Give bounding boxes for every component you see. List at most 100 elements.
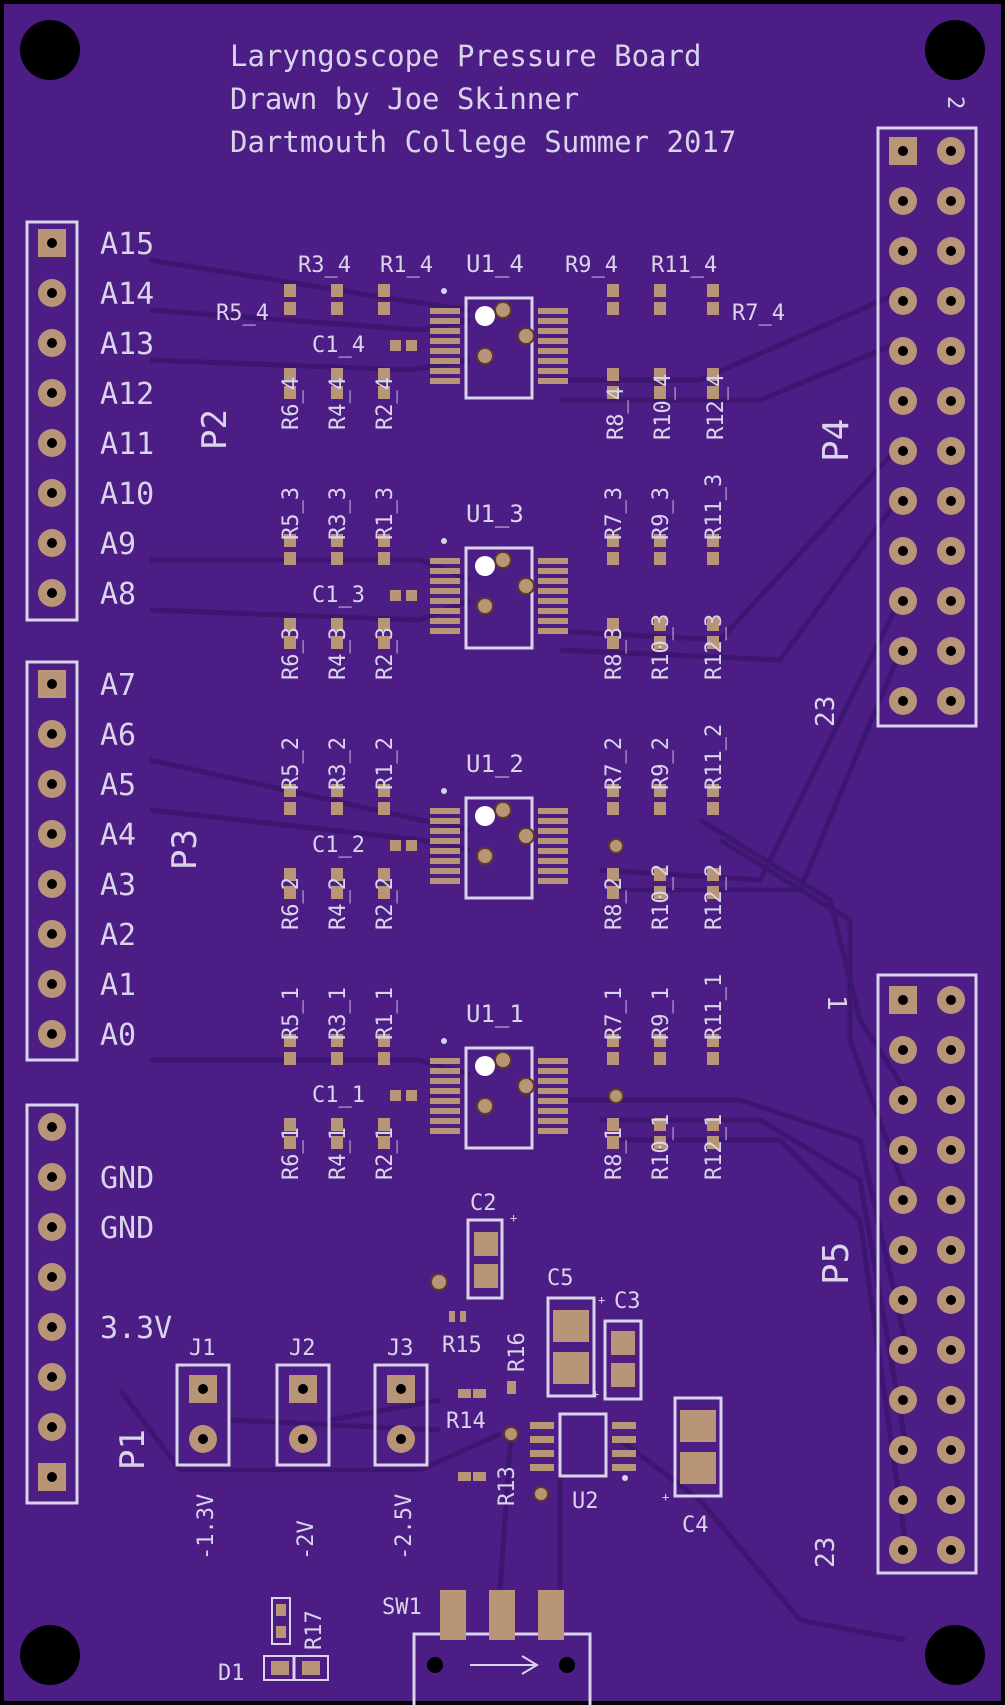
resistor-pad	[707, 868, 719, 881]
header-pin-drill	[946, 1395, 956, 1405]
connector-p5-first-label: 1	[821, 995, 851, 1011]
resistor-pad	[607, 784, 619, 797]
ic-pin	[538, 618, 568, 624]
connector-p1-outline	[25, 1103, 79, 1505]
resistor-pad	[378, 368, 390, 381]
ic-pin	[538, 1108, 568, 1114]
via	[430, 1273, 448, 1291]
ic-outline	[464, 296, 534, 400]
resistor-label: R1_3	[373, 487, 398, 540]
header-pin-drill	[946, 1545, 956, 1555]
header-pin-drill	[898, 1245, 908, 1255]
trace	[149, 257, 471, 313]
resistor-label: R3_4	[298, 253, 351, 278]
header-pin-drill	[898, 1395, 908, 1405]
capacitor-label: C1_1	[312, 1083, 365, 1108]
ic-pin	[430, 868, 460, 874]
ic-outline	[464, 1046, 534, 1150]
connector-p5-pads	[889, 986, 965, 1564]
header-pin-drill	[898, 446, 908, 456]
ic-pin	[538, 1078, 568, 1084]
resistor-label: R5_2	[279, 737, 304, 790]
ic-pin	[538, 1088, 568, 1094]
resistor-pad	[331, 1118, 343, 1131]
jumper-pin-drill	[198, 1434, 208, 1444]
ic-pin	[430, 828, 460, 834]
ic-pin	[430, 628, 460, 634]
header-pin-drill	[898, 1095, 908, 1105]
jumper-pin-drill	[198, 1384, 208, 1394]
connector-p5-last-label: 23	[811, 1537, 841, 1568]
header-pin-drill	[898, 1345, 908, 1355]
ic-pin	[430, 328, 460, 334]
ic-pin1-dot	[441, 288, 447, 294]
resistor-pad	[607, 284, 619, 297]
resistor-label: R8_3	[602, 627, 627, 680]
ic-pin	[538, 858, 568, 864]
trace	[540, 287, 907, 383]
ic-pin	[612, 1422, 636, 1429]
resistor-pad	[378, 1034, 390, 1047]
ic-pin	[538, 628, 568, 634]
header-pin-drill	[47, 538, 57, 548]
resistor-pad	[654, 1052, 666, 1065]
sw1-arrow-head	[521, 1655, 539, 1675]
resistor-pad	[378, 302, 390, 315]
c3-outline	[603, 1319, 643, 1401]
header-pin-drill	[946, 1145, 956, 1155]
jumper-j3: J3-2.5V	[373, 1336, 429, 1560]
ic-pin	[538, 308, 568, 314]
header-pin-drill	[898, 995, 908, 1005]
c4-pad	[680, 1452, 716, 1484]
d1-outline	[263, 1655, 329, 1681]
resistor-pad	[707, 802, 719, 815]
header-pin-drill	[898, 546, 908, 556]
header-pin-drill	[946, 1345, 956, 1355]
resistor-pad	[707, 1034, 719, 1047]
header-pin-drill	[47, 1372, 57, 1382]
c5-label: C5	[547, 1266, 574, 1291]
via	[608, 1088, 624, 1104]
resistor-label: R9_1	[649, 987, 674, 1040]
header-pin-drill	[47, 729, 57, 739]
header-pin-drill	[47, 1122, 57, 1132]
header-pin-drill	[47, 879, 57, 889]
header-pin-drill	[946, 146, 956, 156]
resistor-pad	[378, 552, 390, 565]
resistor-pad	[654, 784, 666, 797]
jumper-outline	[175, 1363, 231, 1467]
resistor-pad	[654, 284, 666, 297]
resistor-pad	[331, 368, 343, 381]
header-pin-drill	[47, 438, 57, 448]
resistor-pad	[607, 1052, 619, 1065]
pin-label: A14	[100, 277, 154, 312]
header-pin-drill	[898, 646, 908, 656]
resistor-label: R1_2	[373, 737, 398, 790]
ic-pin	[430, 818, 460, 824]
resistor-label: R5_3	[279, 487, 304, 540]
resistor-label: R11_2	[702, 724, 727, 790]
resistor-pad	[331, 1034, 343, 1047]
jumper-voltage-label: -2V	[294, 1520, 319, 1560]
header-pin-drill	[47, 779, 57, 789]
trace	[149, 757, 471, 833]
resistor-pad	[284, 386, 296, 399]
via	[517, 1077, 535, 1095]
capacitor-pad	[390, 340, 401, 351]
mounting-hole-bottom-right	[925, 1625, 985, 1685]
mounting-hole-top-left	[20, 20, 80, 80]
resistor-pad	[654, 618, 666, 631]
c2-label: C2	[470, 1191, 497, 1216]
r14-pad	[458, 1389, 471, 1398]
resistor-pad	[707, 784, 719, 797]
resistor-label: R10_3	[649, 614, 674, 680]
resistor-pad	[607, 1136, 619, 1149]
header-pin-drill	[898, 696, 908, 706]
trace	[149, 807, 471, 853]
trace	[560, 337, 906, 403]
resistor-pad	[707, 552, 719, 565]
header-pin-drill	[47, 1472, 57, 1482]
